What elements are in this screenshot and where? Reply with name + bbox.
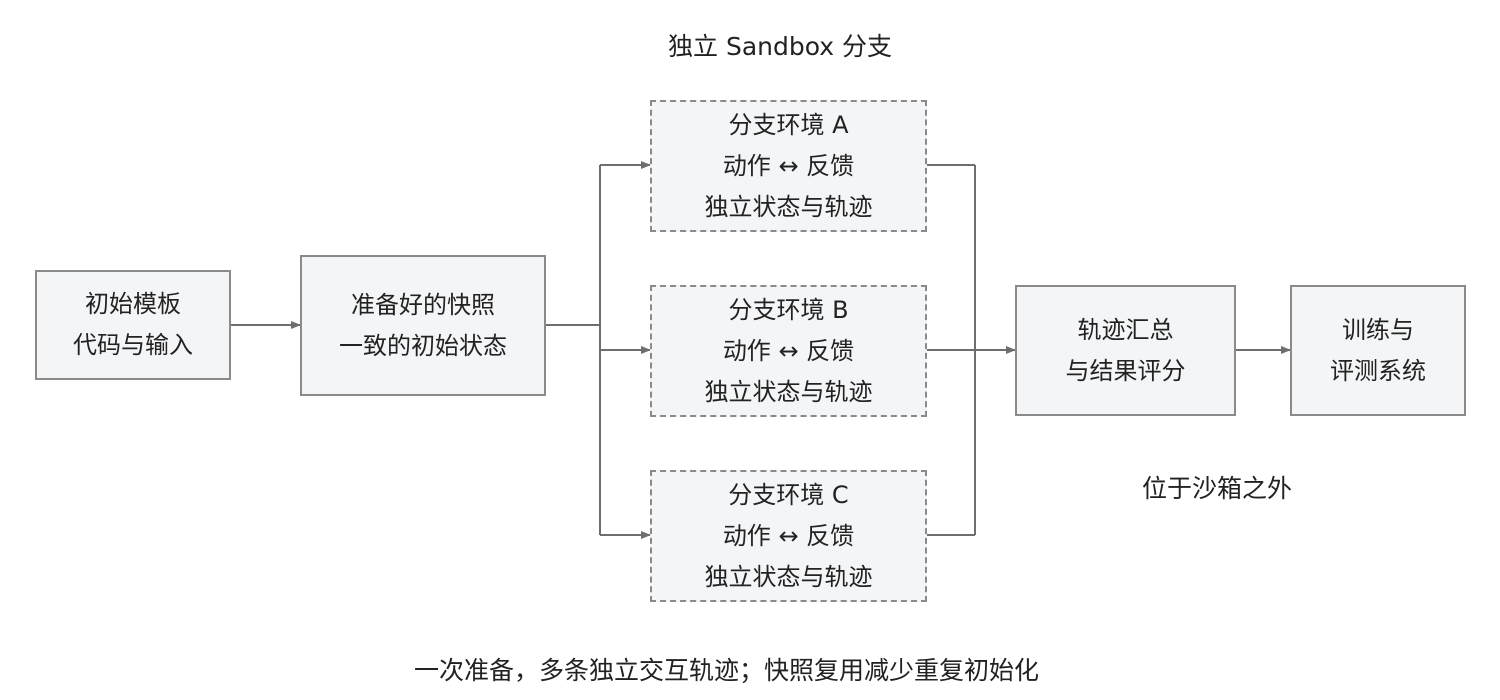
node-branch-c-line3: 独立状态与轨迹 [704,562,873,591]
node-snapshot-line2: 一致的初始状态 [339,331,507,360]
node-template-line1: 初始模板 [85,290,181,318]
node-aggregate: 轨迹汇总 与结果评分 [1015,285,1236,416]
outside-sandbox-label: 位于沙箱之外 [1142,474,1293,503]
node-branch-c: 分支环境 C 动作 ↔ 反馈 独立状态与轨迹 [650,470,927,602]
node-branch-b: 分支环境 B 动作 ↔ 反馈 独立状态与轨迹 [650,285,927,417]
node-branch-c-line2: 动作 ↔ 反馈 [722,521,855,550]
node-branch-a-line3: 独立状态与轨迹 [704,192,873,221]
node-branch-a: 分支环境 A 动作 ↔ 反馈 独立状态与轨迹 [650,100,927,232]
node-branch-b-line3: 独立状态与轨迹 [704,377,873,406]
node-branch-b-line2: 动作 ↔ 反馈 [722,336,855,365]
node-branch-c-line1: 分支环境 C [728,480,849,509]
footer-caption: 一次准备，多条独立交互轨迹；快照复用减少重复初始化 [414,656,1040,685]
node-training-line2: 评测系统 [1330,356,1426,385]
node-aggregate-line2: 与结果评分 [1065,356,1186,385]
node-snapshot-line1: 准备好的快照 [351,290,495,319]
node-training-line1: 训练与 [1342,315,1414,344]
node-template: 初始模板 代码与输入 [35,270,231,380]
node-training: 训练与 评测系统 [1290,285,1466,416]
node-aggregate-line1: 轨迹汇总 [1077,315,1174,344]
header-label: 独立 Sandbox 分支 [668,32,892,61]
node-template-line2: 代码与输入 [73,331,193,359]
node-branch-a-line2: 动作 ↔ 反馈 [722,151,855,180]
node-branch-b-line1: 分支环境 B [728,295,849,324]
node-snapshot: 准备好的快照 一致的初始状态 [300,255,546,396]
node-branch-a-line1: 分支环境 A [728,110,849,139]
